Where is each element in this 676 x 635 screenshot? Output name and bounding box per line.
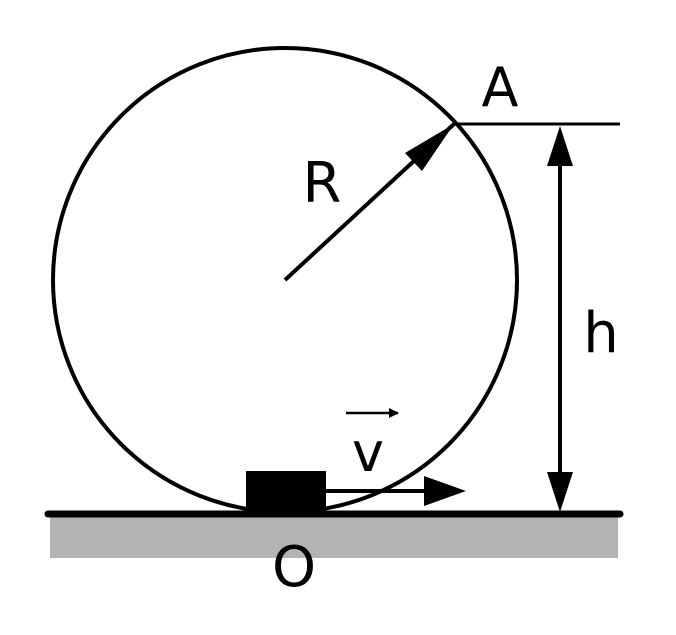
origin-label: O [272, 535, 316, 600]
velocity-arrowhead [424, 476, 466, 506]
height-arrowhead-top [547, 126, 573, 166]
block [246, 471, 326, 513]
height-label: h [583, 301, 619, 366]
ground-surface [50, 514, 618, 558]
height-arrowhead-bottom [547, 472, 573, 512]
radius-label: R [303, 151, 342, 216]
velocity-label: v [352, 421, 384, 484]
point-a-label: A [482, 56, 519, 119]
radius-arrowhead [405, 124, 454, 171]
